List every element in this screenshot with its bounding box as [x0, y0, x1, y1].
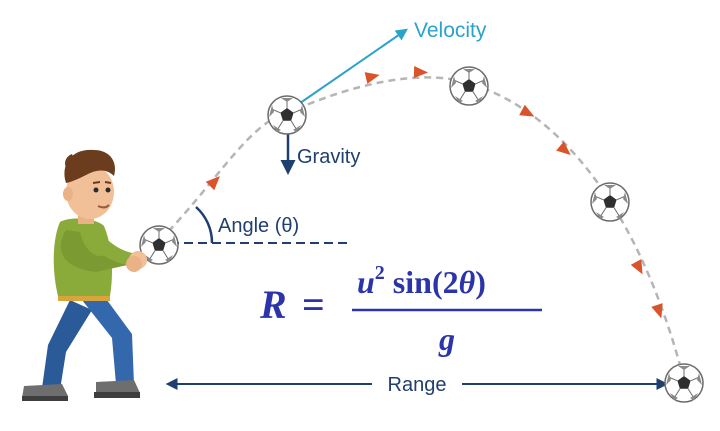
formula-lhs: R	[259, 282, 287, 327]
direction-arrow	[364, 72, 380, 84]
direction-arrow	[413, 66, 428, 78]
angle-arc	[195, 206, 214, 244]
range-formula: R = u2 sin(2θ) g	[259, 262, 542, 357]
velocity-label: Velocity	[414, 19, 487, 42]
angle-label: Angle (θ)	[218, 215, 299, 237]
formula-numerator: u2 sin(2θ)	[357, 262, 486, 300]
direction-arrow	[651, 303, 663, 319]
formula-equals: =	[302, 282, 325, 327]
direction-arrow	[630, 259, 643, 275]
gravity-label: Gravity	[297, 146, 360, 168]
range-label: Range	[388, 374, 447, 396]
soccer-ball-icon	[590, 182, 630, 222]
soccer-ball-icon	[449, 66, 489, 106]
soccer-ball-icon	[664, 363, 704, 403]
velocity-arrow	[289, 28, 408, 111]
formula-denominator: g	[438, 321, 455, 357]
direction-arrow	[205, 176, 220, 191]
soccer-ball-icon	[267, 95, 307, 135]
direction-arrow	[556, 141, 571, 155]
direction-arrows	[205, 66, 663, 319]
boy-throwing-figure	[22, 149, 147, 401]
direction-arrow	[519, 104, 535, 117]
